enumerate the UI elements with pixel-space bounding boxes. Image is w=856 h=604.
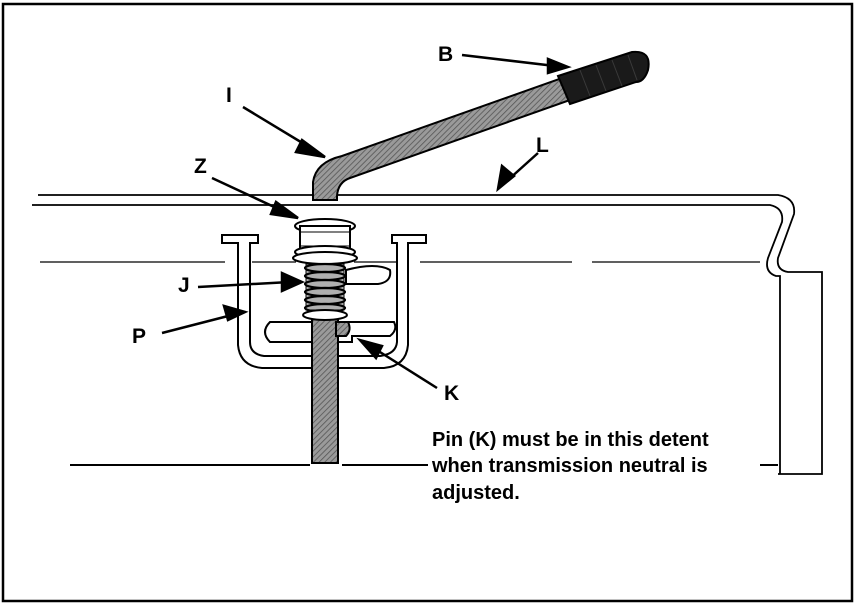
bottom-washer — [302, 309, 348, 321]
label-z: Z — [194, 155, 207, 178]
note-line-3: adjusted. — [432, 482, 520, 504]
spring — [303, 262, 347, 314]
label-j: J — [178, 274, 190, 297]
label-p: P — [132, 325, 146, 348]
lever-shaft — [312, 76, 572, 201]
detent-pin — [335, 321, 351, 337]
top-washer — [292, 218, 358, 265]
fender-plate — [32, 194, 823, 475]
label-b: B — [438, 43, 453, 66]
lever-grip — [556, 50, 650, 106]
callout-arrows — [161, 53, 572, 390]
vertical-rod — [311, 317, 339, 464]
label-l: L — [536, 134, 549, 157]
note-line-2: when transmission neutral is — [431, 455, 708, 477]
label-i: I — [226, 84, 232, 107]
label-k: K — [444, 382, 459, 405]
note-line-1: Pin (K) must be in this detent — [432, 429, 709, 451]
